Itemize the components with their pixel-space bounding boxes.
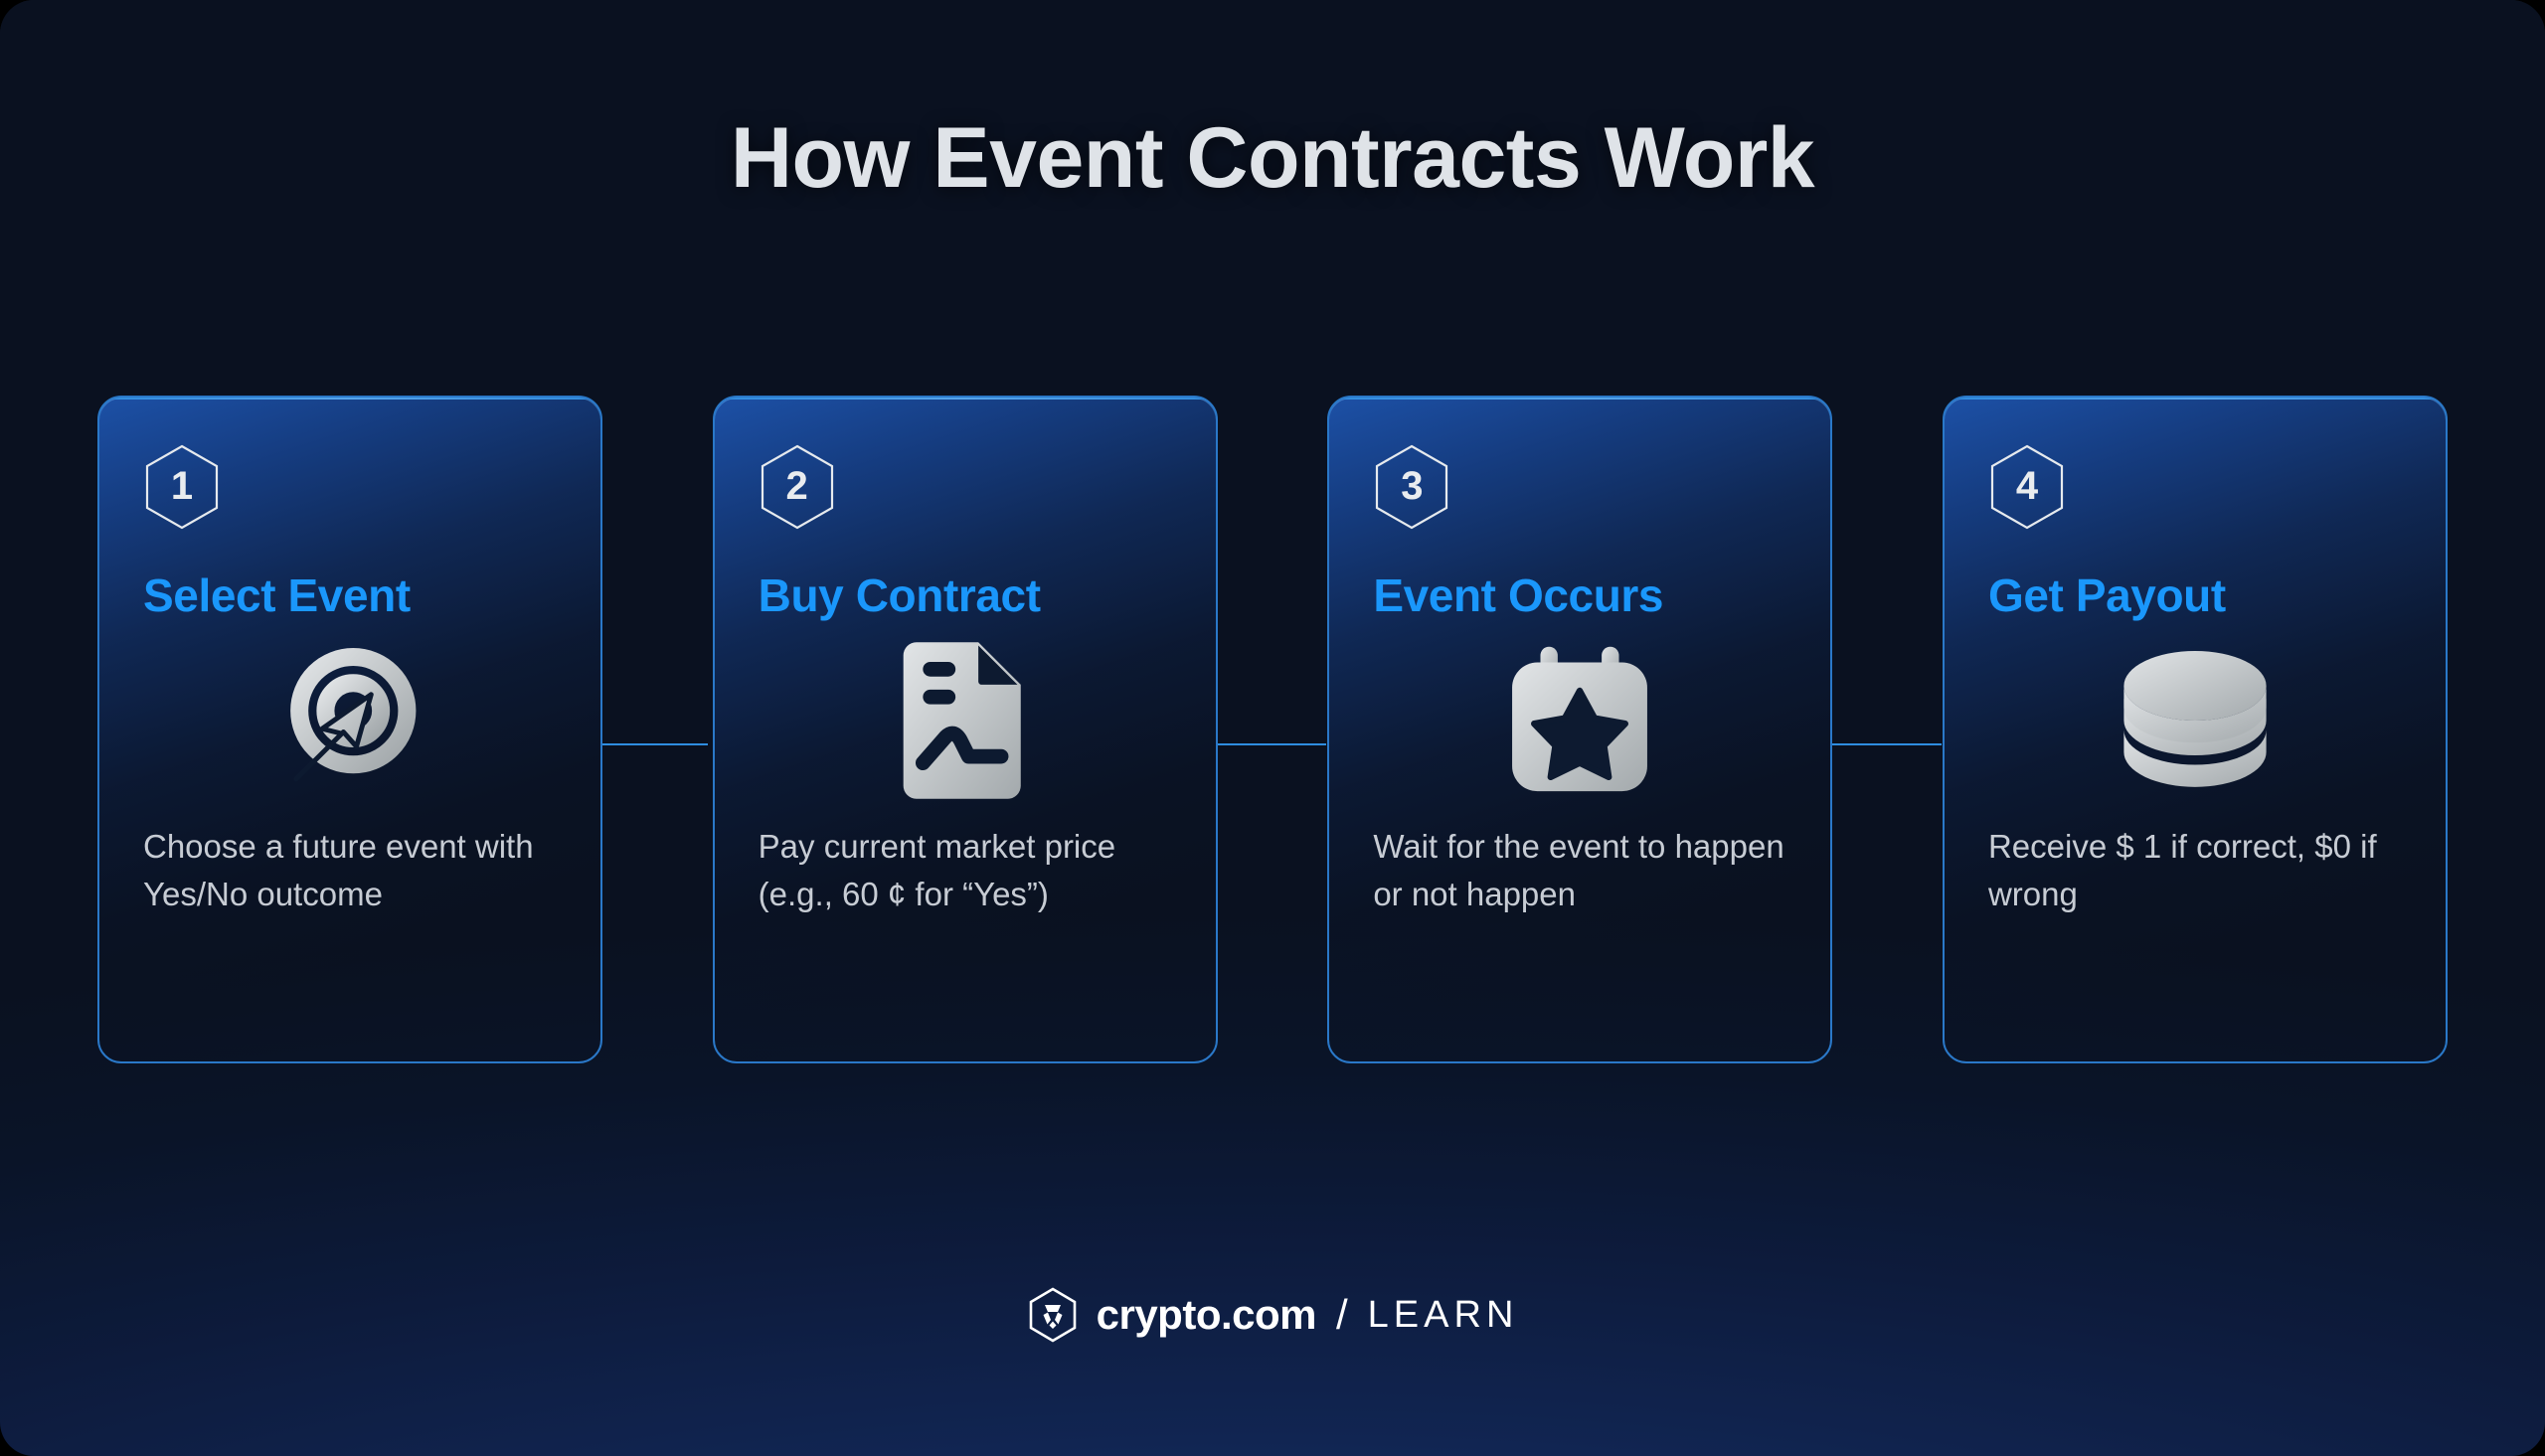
step-description-2: Pay current market price (e.g., 60 ¢ for…	[758, 828, 1116, 912]
step-description-3: Wait for the event to happen or not happ…	[1373, 828, 1784, 912]
hexagon-icon	[1990, 444, 2064, 530]
step-number-4: 4	[2015, 463, 2039, 508]
step-description-1: Choose a future event with Yes/No outcom…	[143, 828, 534, 912]
footer-brand: crypto.com / LEARN	[0, 1287, 2545, 1343]
crypto-com-hexagon-logo-icon	[1029, 1287, 1076, 1343]
contract-document-icon	[903, 642, 1021, 799]
step-title-2: Buy Contract	[758, 569, 1041, 621]
page-title: How Event Contracts Work	[730, 110, 1815, 206]
step-title-1: Select Event	[143, 569, 411, 621]
step-card-1[interactable]: 1 Select Event	[97, 396, 602, 1063]
calendar-star-icon	[1512, 646, 1648, 792]
hexagon-icon	[761, 444, 833, 530]
step-icon-3-wrap	[1373, 626, 1786, 815]
step-card-2[interactable]: 2 Buy Contract	[712, 396, 1218, 1063]
step-badge-2: 2	[759, 443, 836, 531]
footer-section-label: LEARN	[1367, 1293, 1519, 1336]
footer-wordmark: crypto.com	[1096, 1291, 1317, 1338]
connector-line-1-2	[602, 743, 708, 745]
step-number-2: 2	[785, 463, 808, 508]
step-card-3[interactable]: 3 Event Occurs Wait for	[1327, 396, 1833, 1063]
coin-stack-icon	[2123, 651, 2267, 787]
step-icon-4-wrap	[1988, 626, 2402, 815]
step-icon-1-wrap	[143, 626, 557, 815]
step-title-3: Event Occurs	[1373, 569, 1664, 621]
target-cursor-icon	[290, 648, 417, 782]
step-number-3: 3	[1401, 463, 1424, 508]
step-title-4: Get Payout	[1987, 569, 2226, 621]
step-badge-3: 3	[1373, 443, 1450, 531]
step-icon-2-wrap	[759, 626, 1172, 815]
step-badge-4: 4	[1988, 443, 2066, 531]
step-number-1: 1	[170, 463, 194, 508]
connector-line-3-4	[1832, 743, 1942, 745]
step-description-4: Receive $ 1 if correct, $0 if wrong	[1987, 828, 2377, 912]
step-card-4[interactable]: 4 Get Payout	[1942, 396, 2448, 1063]
connector-line-2-3	[1217, 743, 1326, 745]
step-badge-1: 1	[143, 443, 221, 531]
footer-separator: /	[1336, 1291, 1348, 1338]
steps-row: 1 Select Event	[97, 396, 2448, 1063]
hexagon-icon	[1376, 444, 1448, 530]
hexagon-icon	[145, 444, 219, 530]
